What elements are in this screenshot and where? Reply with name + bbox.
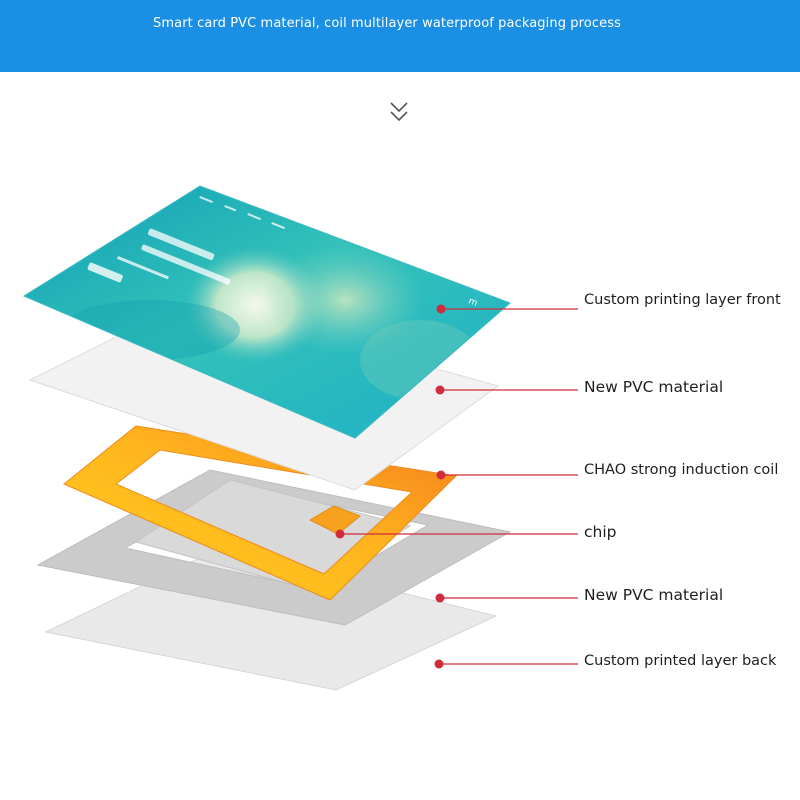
label-custom-printing-front: Custom printing layer front: [584, 292, 781, 308]
callout-line-coil: [436, 470, 578, 480]
callout-line-back: [434, 659, 578, 669]
label-chip: chip: [584, 523, 617, 541]
header-banner: Smart card PVC material, coil multilayer…: [0, 0, 800, 72]
callout-line-pvc-upper: [435, 385, 578, 395]
layer-front-card: m: [22, 185, 511, 439]
label-induction-coil: CHAO strong induction coil: [584, 462, 779, 478]
double-chevron-down-icon[interactable]: [387, 100, 411, 126]
chip: [308, 505, 361, 535]
front-print-mark: m: [467, 296, 479, 308]
label-custom-printed-back: Custom printed layer back: [584, 653, 777, 669]
callout-line-front: [436, 304, 578, 314]
label-new-pvc-upper: New PVC material: [584, 378, 724, 396]
callout-lines: [335, 304, 578, 669]
label-new-pvc-lower: New PVC material: [584, 586, 724, 604]
callout-line-chip: [335, 529, 578, 539]
banner-title: Smart card PVC material, coil multilayer…: [153, 16, 621, 31]
callout-line-pvc-lower: [435, 593, 578, 603]
